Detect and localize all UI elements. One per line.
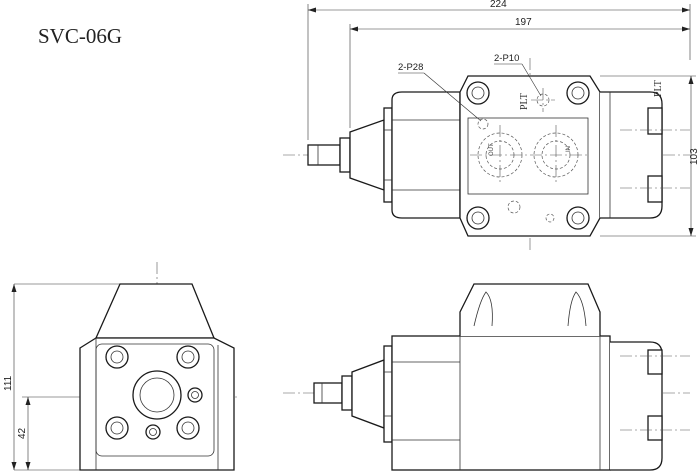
top-bolt-1 [466,81,490,105]
dim-body-length: 197 [515,17,532,28]
side-top-boss [459,283,601,336]
top-bolt-3 [466,206,490,230]
side-body [391,335,611,471]
model-title: SVC-06G [38,24,122,48]
side-view [283,283,690,471]
callout-p28: 2-P28 [398,62,423,73]
shaft-neck [349,119,385,191]
out-marking: OUT [489,143,495,156]
dim-height: 103 [689,148,700,165]
top-view: OUT IN PLT PLT 2-P28 2-P10 224 197 [283,0,700,250]
pump-end-cap [600,91,663,219]
dim-overall-length: 224 [490,0,507,10]
top-bolt-4 [566,206,590,230]
dim-axis-height: 42 [17,427,28,439]
plt-marking-end: PLT [653,80,664,97]
front-bolt-1 [105,345,129,369]
top-bolt-2 [566,81,590,105]
front-pilot-port [187,387,203,403]
shaft [307,144,341,166]
in-marking: IN [566,146,572,152]
plt-marking-top: PLT [519,93,530,110]
dim-front-height: 111 [3,375,14,391]
pump-body-left [391,91,461,219]
pilot-port-p28 [477,118,489,130]
front-view: 111 42 [3,262,240,471]
front-bolt-4 [176,416,200,440]
shaft-flange [339,137,351,173]
front-bolt-2 [176,345,200,369]
port-face [467,117,589,195]
side-shaft [313,382,343,404]
front-bolt-3 [105,416,129,440]
callout-p10: 2-P10 [494,53,519,64]
front-top-boss [94,283,215,339]
